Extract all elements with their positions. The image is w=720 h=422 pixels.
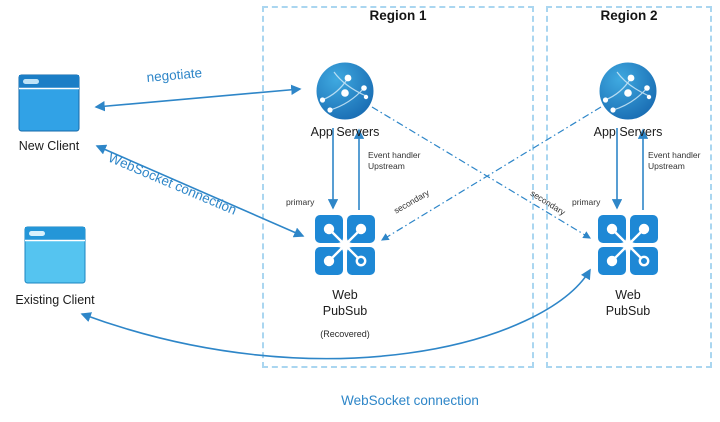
app-servers-label-region2: App Servers — [593, 125, 663, 139]
web-pubsub-label-region2: Web PubSub — [605, 288, 651, 319]
existing-client-icon — [24, 226, 86, 289]
app-servers-icon-region1 — [314, 60, 376, 127]
event-handler-text-region2: Event handler — [648, 150, 701, 160]
web-pubsub-icon-region1 — [314, 214, 376, 281]
region1-title: Region 1 — [369, 8, 427, 23]
event-handler-upstream-label-region1: Event handler Upstream — [368, 150, 420, 173]
recovered-note: (Recovered) — [320, 329, 370, 339]
new-client-label: New Client — [18, 139, 80, 153]
event-handler-upstream-label-region2: Event handler Upstream — [648, 150, 700, 173]
websocket-connection-label-top: WebSocket connection — [106, 150, 239, 218]
app-servers-icon-region2 — [597, 60, 659, 127]
web-pubsub-icon-region2 — [597, 214, 659, 281]
upstream-text-region1: Upstream — [368, 161, 405, 172]
existing-client-label: Existing Client — [15, 293, 95, 307]
region2-title: Region 2 — [600, 8, 658, 23]
app-servers-label-region1: App Servers — [310, 125, 380, 139]
event-handler-text-region1: Event handler — [368, 150, 421, 160]
new-client-icon — [18, 74, 80, 137]
websocket-connection-label-bottom: WebSocket connection — [341, 393, 479, 408]
primary-label-region1: primary — [286, 197, 315, 207]
web-pubsub-label-region1: Web PubSub — [322, 288, 368, 319]
primary-label-region2: primary — [572, 197, 601, 207]
upstream-text-region2: Upstream — [648, 161, 685, 172]
region1-box — [262, 6, 534, 368]
negotiate-label: negotiate — [146, 65, 203, 85]
